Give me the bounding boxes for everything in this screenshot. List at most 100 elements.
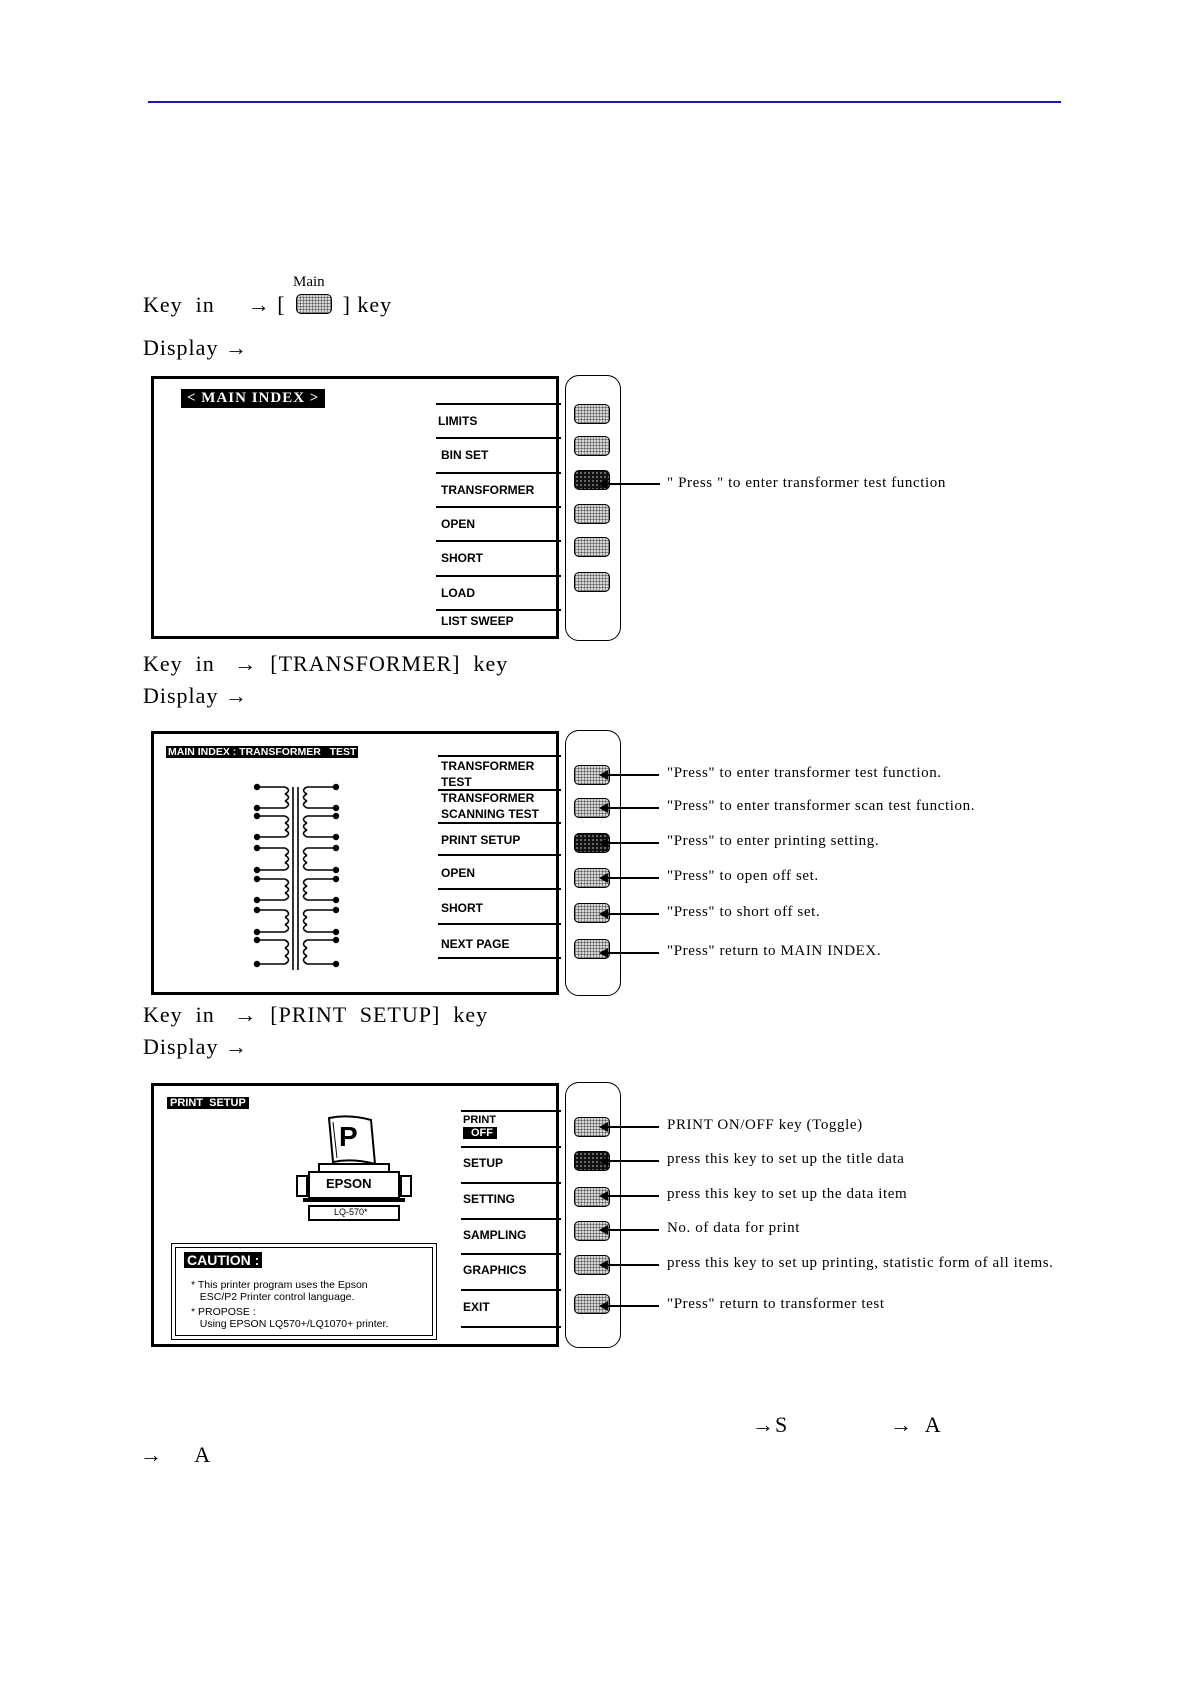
menu-divider [438,822,561,824]
callout-text: press this key to set up printing, stati… [667,1255,1054,1271]
print-status-badge: OFF [463,1127,497,1139]
print-setup-screen: PRINT SETUP P EPSON LQ-570* CAUTION : * … [151,1083,561,1347]
softkey-button[interactable] [574,537,610,557]
menu-divider [461,1326,561,1328]
menu-divider [436,506,561,508]
callout-text: "Press" return to transformer test [667,1296,885,1312]
callout-text: "Press" to enter printing setting. [667,833,880,849]
menu-label: TEST [441,775,472,789]
callout-arrow [599,1122,659,1132]
main-key-icon [296,294,333,314]
callout-text: "Press" to enter transformer scan test f… [667,798,976,814]
menu-divider [436,437,561,439]
menu-label: TRANSFORMER [441,483,535,497]
menu-label: OPEN [441,517,476,531]
step2-instruction: Key in → [TRANSFORMER] key [143,651,509,676]
printer-brand: EPSON [326,1176,372,1191]
menu-divider [461,1182,561,1184]
step2-display-label: Display → [143,683,248,708]
text-fragment: →S [752,1412,789,1437]
main-key-caption: Main [293,274,325,290]
softkey-button[interactable] [574,436,610,456]
callout-arrow [599,1191,659,1201]
callout-text: press this key to set up the title data [667,1151,905,1167]
menu-label: GRAPHICS [463,1263,527,1277]
callout-arrow [598,479,660,489]
menu-label: NEXT PAGE [441,937,510,951]
callout-arrow [599,948,659,958]
menu-divider [436,540,561,542]
main-index-screen: < MAIN INDEX > LIMITS BIN SET TRANSFORMER O… [151,376,561,639]
text-fragment: → A [140,1442,212,1467]
menu-label: BIN SET [441,448,489,462]
header-rule [148,101,1061,103]
menu-label: EXIT [463,1300,490,1314]
caution-line: ESC/P2 Printer control language. [191,1291,355,1303]
menu-divider [438,923,561,925]
printer-icon [296,1115,412,1221]
callout-arrow [599,873,659,883]
menu-divider [461,1253,561,1255]
printer-model: LQ-570* [334,1207,368,1217]
menu-label: LIMITS [438,414,478,428]
menu-divider [436,403,561,405]
menu-divider [461,1110,561,1112]
callout-arrow [599,803,659,813]
step1-display-label: Display → [143,335,248,360]
menu-divider [436,472,561,474]
screen-title: < MAIN INDEX > [181,389,326,408]
callout-text: "Press" to short off set. [667,904,821,920]
menu-label: TRANSFORMER [441,759,535,773]
callout-arrow [599,1156,659,1166]
callout-text: "Press" to enter transformer test functi… [667,765,942,781]
softkey-button[interactable] [574,504,610,524]
menu-label: SCANNING TEST [441,807,540,821]
menu-label: SAMPLING [463,1228,527,1242]
menu-divider [438,854,561,856]
callout-text: No. of data for print [667,1220,800,1236]
callout-text: " Press " to enter transformer test func… [667,475,946,491]
softkey-button[interactable] [574,572,610,592]
menu-label: LIST SWEEP [441,614,514,628]
menu-divider [436,609,561,611]
transformer-test-screen: MAIN INDEX : TRANSFORMER TEST TRANSFORME… [151,731,561,995]
menu-divider [461,1289,561,1291]
screen-title: MAIN INDEX : TRANSFORMER TEST [166,746,359,758]
menu-label: LOAD [441,586,475,600]
menu-label: PRINT SETUP [441,833,521,847]
transformer-diagram [253,783,340,970]
softkey-panel-2 [565,730,621,996]
callout-text: "Press" return to MAIN INDEX. [667,943,882,959]
callout-arrow [599,909,659,919]
menu-divider [461,1218,561,1220]
menu-label: PRINT [463,1114,496,1126]
caution-line: * PROPOSE : [191,1306,256,1318]
menu-divider [438,789,561,791]
menu-label: TRANSFORMER [441,791,535,805]
menu-divider [436,575,561,577]
softkey-panel-1 [565,375,621,641]
caution-line: * This printer program uses the Epson [191,1279,368,1291]
callout-arrow [599,1301,659,1311]
menu-label: SHORT [441,901,483,915]
menu-divider [438,755,561,757]
caution-title: CAUTION : [184,1252,263,1268]
menu-divider [461,1146,561,1148]
printer-logo-letter: P [339,1121,358,1152]
callout-text: PRINT ON/OFF key (Toggle) [667,1117,863,1133]
screen-title: PRINT SETUP [167,1097,249,1109]
text-fragment: → A [890,1412,942,1437]
callout-arrow [599,1225,659,1235]
menu-divider [438,888,561,890]
step3-instruction: Key in → [PRINT SETUP] key [143,1002,489,1027]
softkey-button[interactable] [574,404,610,424]
menu-label: SETUP [463,1156,504,1170]
callout-text: "Press" to open off set. [667,868,819,884]
menu-label: SHORT [441,551,483,565]
step3-display-label: Display → [143,1034,248,1059]
menu-label: OPEN [441,866,476,880]
menu-divider [438,957,561,959]
caution-line: Using EPSON LQ570+/LQ1070+ printer. [191,1318,389,1330]
menu-label: SETTING [463,1192,516,1206]
callout-arrow [599,770,659,780]
